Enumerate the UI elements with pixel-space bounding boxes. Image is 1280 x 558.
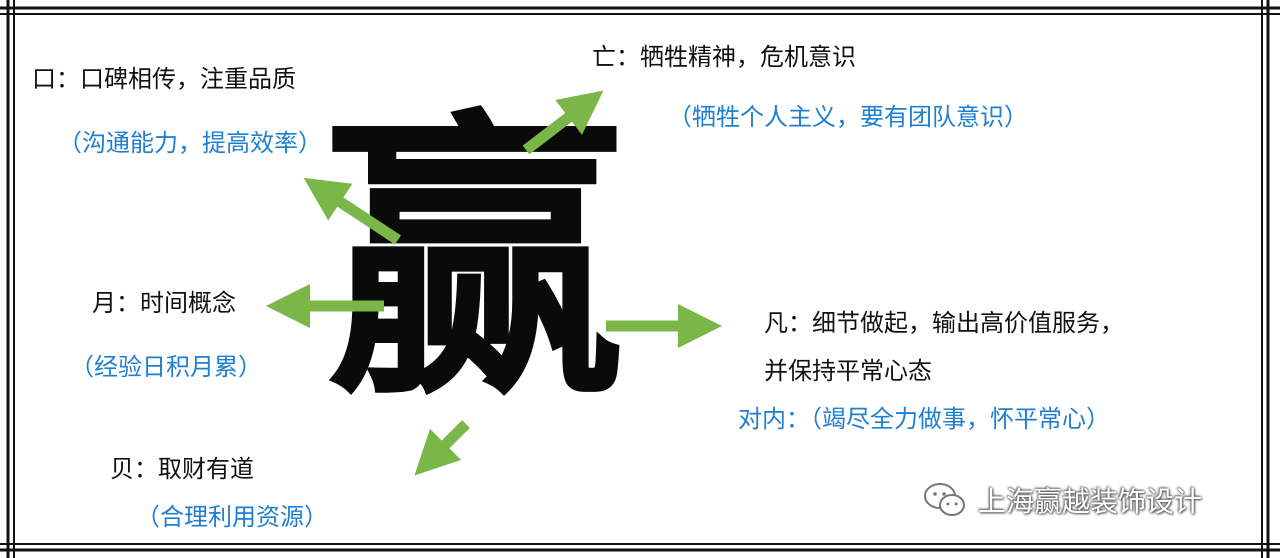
arrow-up-right bbox=[522, 90, 604, 155]
kou-note: （沟通能力，提高效率） bbox=[58, 129, 322, 157]
fan-note: 对内：（竭尽全力做事，怀平常心） bbox=[738, 405, 1110, 433]
yue-title: 月：时间概念 bbox=[92, 289, 236, 317]
watermark: 上海赢越装饰设计 bbox=[922, 478, 1202, 522]
bei-title: 贝：取财有道 bbox=[110, 455, 254, 483]
wechat-icon bbox=[924, 483, 965, 516]
watermark-text: 上海赢越装饰设计 bbox=[978, 485, 1203, 518]
fan-title-line2: 并保持平常心态 bbox=[764, 357, 932, 385]
yue-note: （经验日积月累） bbox=[70, 353, 262, 381]
arrow-up-left bbox=[303, 177, 402, 245]
wang-title: 亡：牺牲精神，危机意识 bbox=[592, 43, 856, 71]
center-character: 赢 bbox=[325, 83, 625, 436]
kou-title: 口：口碑相传，注重品质 bbox=[32, 65, 296, 93]
arrow-down-left bbox=[414, 420, 470, 476]
fan-title-line1: 凡：细节做起，输出高价值服务， bbox=[764, 309, 1124, 337]
bei-note: （合理利用资源） bbox=[136, 503, 328, 531]
wang-note: （牺牲个人主义，要有团队意识） bbox=[668, 103, 1028, 131]
